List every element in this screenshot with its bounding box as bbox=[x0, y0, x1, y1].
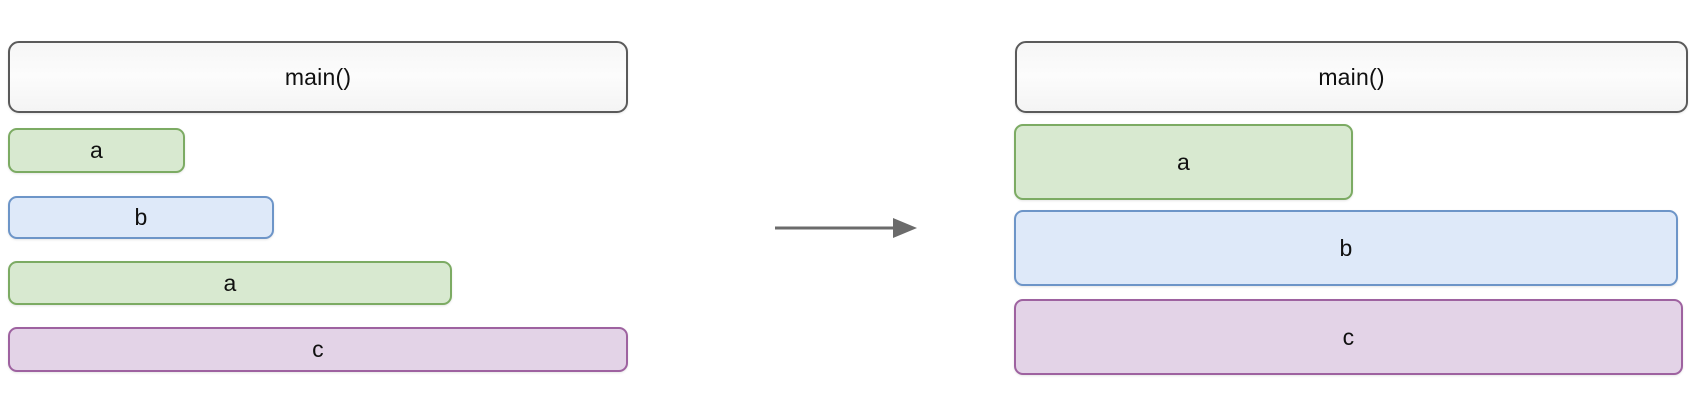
bar-label: a bbox=[223, 269, 237, 296]
bar-label: c bbox=[1342, 323, 1355, 350]
bar-a-before-2[interactable]: a bbox=[8, 261, 452, 305]
bar-label: b bbox=[1339, 234, 1353, 261]
bar-main-after[interactable]: main() bbox=[1015, 41, 1688, 113]
bar-label: main() bbox=[1318, 63, 1385, 90]
bar-label: main() bbox=[284, 63, 352, 90]
transform-arrow-icon bbox=[775, 218, 917, 238]
bar-b-before[interactable]: b bbox=[8, 196, 274, 239]
bar-c-after[interactable]: c bbox=[1014, 299, 1683, 375]
bar-label: b bbox=[134, 204, 148, 230]
bar-b-after[interactable]: b bbox=[1014, 210, 1678, 286]
bar-label: c bbox=[312, 336, 324, 362]
bar-c-before[interactable]: c bbox=[8, 327, 628, 372]
bar-a-after[interactable]: a bbox=[1014, 124, 1353, 200]
bar-main-before[interactable]: main() bbox=[8, 41, 628, 113]
bar-label: a bbox=[1177, 148, 1190, 175]
bar-label: a bbox=[90, 137, 103, 163]
bar-a-before-1[interactable]: a bbox=[8, 128, 185, 173]
